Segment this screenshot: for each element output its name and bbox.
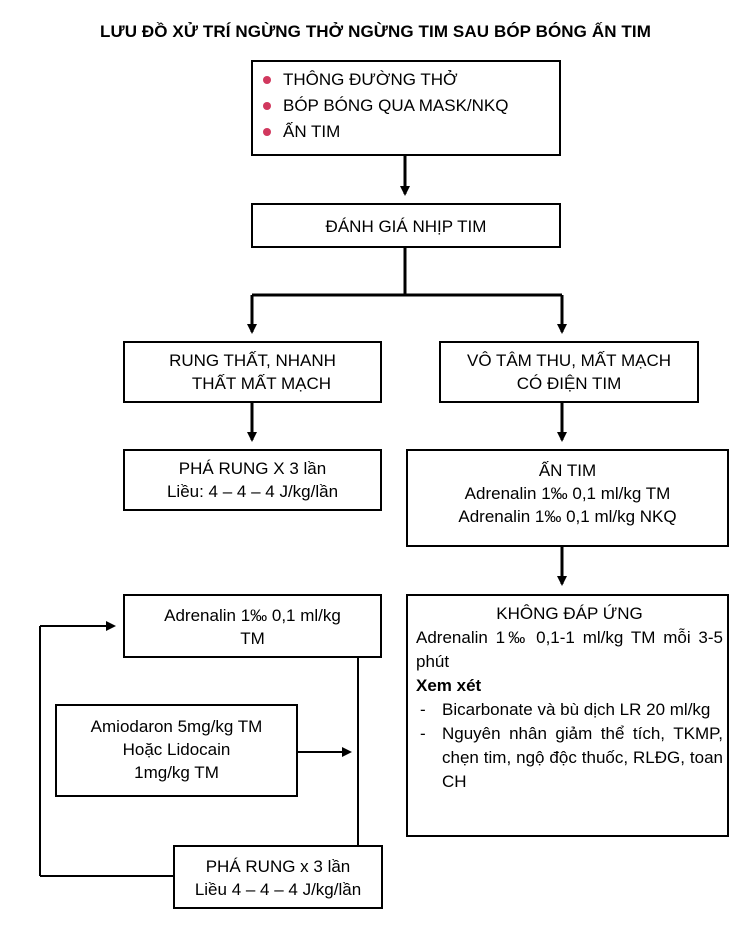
asystole-pea-line2: CÓ ĐIỆN TIM [516,374,622,393]
amiodaron-box: Amiodaron 5mg/kg TM Hoặc Lidocain 1mg/kg… [55,704,298,797]
defibrillation-repeat-line2: Liều 4 – 4 – 4 J/kg/lần [194,880,362,899]
amiodaron-line2: Hoặc Lidocain [122,740,231,759]
defibrillation-line2: Liều: 4 – 4 – 4 J/kg/lần [166,482,339,501]
defibrillation-line1: PHÁ RUNG X 3 lần [178,459,327,478]
asystole-pea-line1: VÔ TÂM THU, MẤT MẠCH [466,351,672,370]
defibrillation-repeat-line1: PHÁ RUNG x 3 lần [205,857,351,876]
no-response-heading: KHÔNG ĐÁP ỨNG [496,604,643,623]
vf-vt-line1: RUNG THẤT, NHANH [169,351,336,370]
asystole-pea-box: VÔ TÂM THU, MẤT MẠCH CÓ ĐIỆN TIM [439,341,699,403]
no-response-adrenalin: Adrenalin 1‰ 0,1-1 ml/kg TM mỗi 3-5 phút [416,628,723,671]
adrenalin-box: Adrenalin 1‰ 0,1 ml/kg TM [123,594,382,658]
no-response-box: KHÔNG ĐÁP ỨNG Adrenalin 1‰ 0,1-1 ml/kg T… [406,594,729,837]
assess-rhythm-box: ĐÁNH GIÁ NHỊP TIM [251,203,561,248]
defibrillation-box: PHÁ RUNG X 3 lần Liều: 4 – 4 – 4 J/kg/lầ… [123,449,382,511]
bullet-icon [263,102,271,110]
vf-vt-line2: THẤT MẤT MẠCH [191,374,332,393]
cpr-line3: Adrenalin 1‰ 0,1 ml/kg NKQ [458,507,677,526]
adrenalin-line1: Adrenalin 1‰ 0,1 ml/kg [164,606,341,625]
cpr-adrenalin-box: ẤN TIM Adrenalin 1‰ 0,1 ml/kg TM Adrenal… [406,449,729,547]
adrenalin-line2: TM [240,629,265,648]
amiodaron-line1: Amiodaron 5mg/kg TM [90,717,263,736]
vf-vt-box: RUNG THẤT, NHANH THẤT MẤT MẠCH [123,341,382,403]
initial-actions-list: THÔNG ĐƯỜNG THỞ BÓP BÓNG QUA MASK/NKQ ẤN… [257,67,555,145]
list-item: THÔNG ĐƯỜNG THỞ [257,67,555,93]
list-item: BÓP BÓNG QUA MASK/NKQ [257,93,555,119]
page-title: LƯU ĐỒ XỬ TRÍ NGỪNG THỞ NGỪNG TIM SAU BÓ… [100,22,651,41]
list-item: - Nguyên nhân giảm thể tích, TKMP, chẹn … [420,724,723,791]
consider-heading: Xem xét [416,676,482,695]
cpr-line2: Adrenalin 1‰ 0,1 ml/kg TM [464,484,671,503]
cpr-line1: ẤN TIM [538,461,597,480]
assess-rhythm-label: ĐÁNH GIÁ NHỊP TIM [325,217,487,236]
dash-marker: - [420,724,426,743]
amiodaron-line3: 1mg/kg TM [134,763,219,782]
bullet-icon [263,76,271,84]
bullet-icon [263,128,271,136]
list-item: ẤN TIM [257,119,555,145]
defibrillation-repeat-box: PHÁ RUNG x 3 lần Liều 4 – 4 – 4 J/kg/lần [173,845,383,909]
dash-marker: - [420,700,426,719]
initial-actions-box: THÔNG ĐƯỜNG THỞ BÓP BÓNG QUA MASK/NKQ ẤN… [251,60,561,156]
list-item: - Bicarbonate và bù dịch LR 20 ml/kg [416,698,723,722]
